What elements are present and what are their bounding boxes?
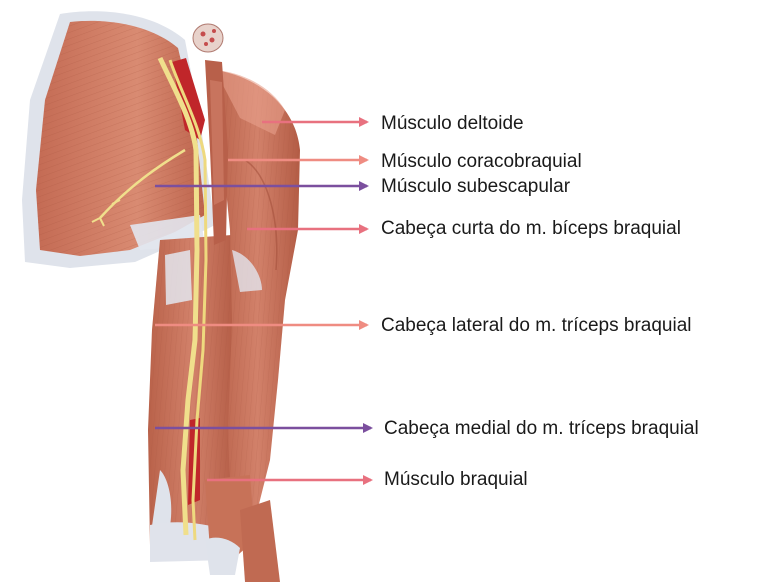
humeral-head xyxy=(193,24,223,52)
label-cabeca-lateral-triceps: Cabeça lateral do m. tríceps braquial xyxy=(381,315,692,337)
label-cabeca-curta-biceps: Cabeça curta do m. bíceps braquial xyxy=(381,218,681,240)
scapula-region xyxy=(22,11,215,268)
label-cabeca-medial-triceps: Cabeça medial do m. tríceps braquial xyxy=(384,418,699,440)
label-musculo-deltoide: Músculo deltoide xyxy=(381,113,524,135)
label-musculo-coracobraquial: Músculo coracobraquial xyxy=(381,151,582,173)
label-musculo-subescapular: Músculo subescapular xyxy=(381,176,570,198)
label-musculo-braquial: Músculo braquial xyxy=(384,469,528,491)
